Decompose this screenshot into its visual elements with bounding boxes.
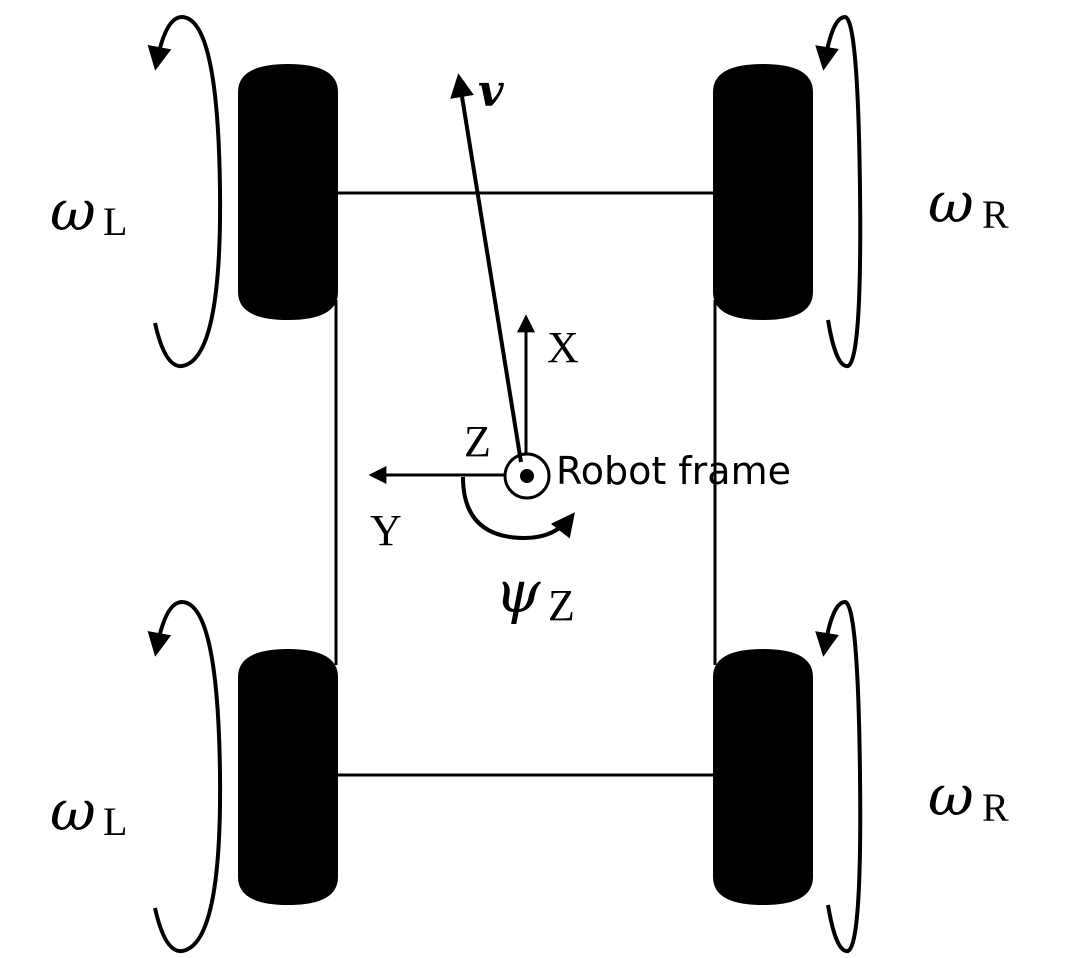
y-axis-label: Y (370, 506, 402, 555)
yaw-rotation-arrow (461, 476, 575, 541)
omega-right-rear-label: ω R (928, 764, 1009, 830)
left-subscript: L (103, 199, 127, 244)
rotation-arrow-front-left (147, 14, 223, 369)
omega-symbol: ω (928, 764, 974, 829)
right-subscript: R (982, 192, 1009, 237)
omega-left-front-label: ω L (50, 179, 127, 244)
yaw-subscript: Z (548, 581, 575, 630)
wheel-rear-left (238, 649, 338, 905)
rotation-arrow-front-right (815, 14, 863, 368)
left-subscript: L (103, 799, 127, 844)
rotation-arrow-rear-right (815, 599, 863, 953)
wheel-front-right (713, 64, 813, 320)
omega-symbol: ω (50, 179, 96, 244)
z-axis-label: Z (464, 417, 491, 466)
chassis-frame (334, 191, 717, 777)
psi-symbol: ψ (495, 558, 541, 626)
omega-left-rear-label: ω L (50, 779, 127, 844)
z-axis-dot (520, 469, 534, 483)
yaw-label: ψ Z (495, 558, 575, 630)
wheel-rear-right (713, 649, 813, 905)
velocity-vector-arrow (450, 73, 523, 463)
robot-frame-label: Robot frame (556, 449, 791, 493)
omega-symbol: ω (928, 171, 974, 236)
velocity-label: v (478, 66, 504, 117)
rotation-arrow-rear-left (147, 599, 223, 954)
wheel-front-left (238, 64, 338, 320)
right-subscript: R (982, 785, 1009, 830)
z-axis-out-of-plane-icon (503, 452, 551, 500)
x-axis-label: X (547, 323, 579, 372)
omega-symbol: ω (50, 779, 96, 844)
omega-right-front-label: ω R (928, 171, 1009, 237)
